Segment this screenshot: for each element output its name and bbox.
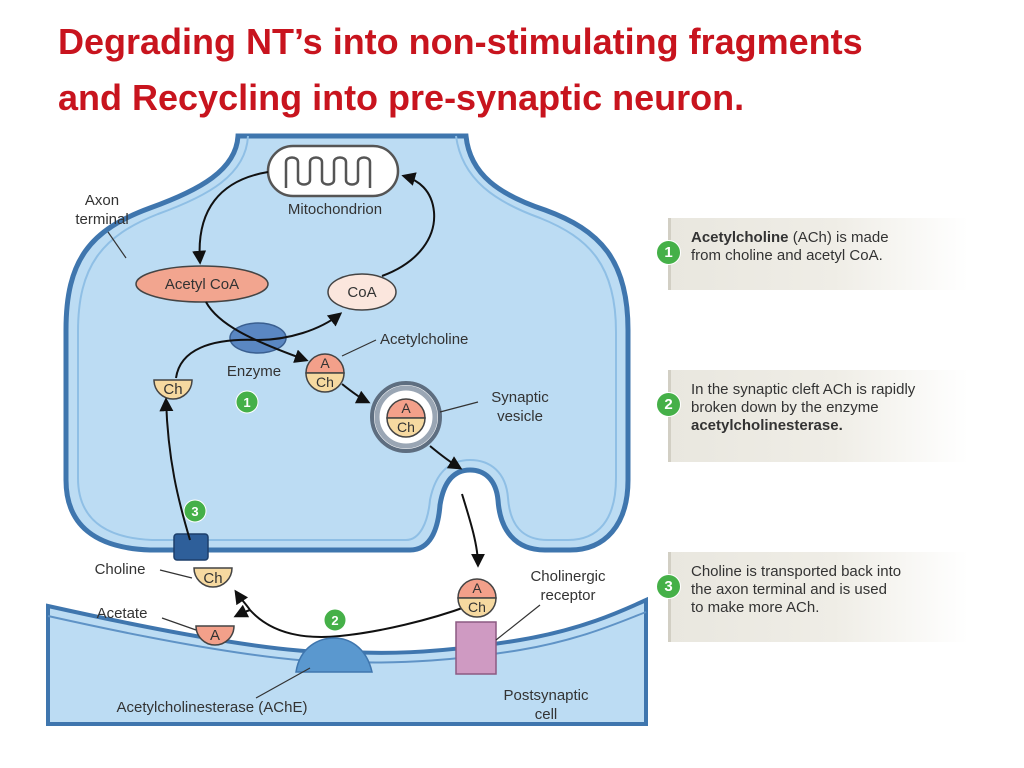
receptor-a-label: A [472,580,482,596]
cholinergic-receptor [455,621,497,675]
choline-in-terminal: Ch [163,381,182,398]
step-1-line-1: (ACh) is made [788,229,889,246]
step-3-badge: 3 [656,574,681,599]
vesicle-ch-label: Ch [397,419,415,435]
receptor-ch-label: Ch [468,599,486,615]
acetyl-coa-node [135,265,269,303]
step-1-text: Acetylcholine (ACh) is made from choline… [691,229,969,265]
title-line-2: and Recycling into pre-synaptic neuron. [58,77,745,118]
step-2-box: 2 In the synaptic cleft ACh is rapidly b… [656,370,969,462]
step-2-text: In the synaptic cleft ACh is rapidly bro… [691,381,969,435]
step-3-text: Choline is transported back into the axo… [691,563,969,617]
acetate-molecule: A [210,627,220,644]
step-3-line-1: Choline is transported back into [691,563,902,580]
ache-label: Acetylcholinesterase (AChE) [117,699,308,716]
coa-node [327,273,397,311]
page-title: Degrading NT’s into non-stimulating frag… [58,14,998,126]
acetate-label: Acetate [97,605,148,622]
acetylcholine-molecule [305,353,345,393]
step-2-line-1: In the synaptic cleft ACh is rapidly [691,381,916,398]
step-1-bold: Acetylcholine [691,229,789,246]
step-3-line-2: the axon terminal and is used [691,581,887,598]
vesicle-a-label: A [401,400,411,416]
synaptic-vesicle-label-2: vesicle [497,408,543,425]
synaptic-vesicle-label-1: Synaptic [491,389,549,406]
badge-2: 2 [331,613,338,628]
step-2-bold: acetylcholinesterase. [691,417,843,434]
postsynaptic-cell-label-2: cell [535,706,558,723]
step-3-line-3: to make more ACh. [691,599,820,616]
choline-label: Choline [95,561,146,578]
step-1-badge: 1 [656,240,681,265]
step-1-box: 1 Acetylcholine (ACh) is made from choli… [656,218,969,290]
postsynaptic-cell-label-1: Postsynaptic [503,687,589,704]
acetyl-coa-label: Acetyl CoA [165,276,239,293]
coa-label: CoA [347,284,376,301]
choline-in-cleft: Ch [203,570,222,587]
choline-transporter [173,533,209,561]
cholinergic-receptor-label-1: Cholinergic [530,568,606,585]
enzyme-label: Enzyme [227,363,281,380]
axon-terminal-label-1: Axon [85,192,119,209]
step-2-line-2: broken down by the enzyme [691,399,879,416]
badge-3: 3 [191,504,198,519]
mitochondrion-label: Mitochondrion [288,201,382,218]
cholinergic-receptor-label-2: receptor [540,587,595,604]
step-2-badge: 2 [656,392,681,417]
axon-terminal [63,133,631,553]
ach-ch-label: Ch [316,374,334,390]
axon-terminal-label-2: terminal [75,211,128,228]
step-1-line-2: from choline and acetyl CoA. [691,247,883,264]
title-line-1: Degrading NT’s into non-stimulating frag… [58,21,863,62]
acetylcholine-label: Acetylcholine [380,331,468,348]
badge-1: 1 [243,395,250,410]
ache-enzyme [295,637,373,673]
step-3-box: 3 Choline is transported back into the a… [656,552,969,642]
ach-a-label: A [320,355,330,371]
mitochondrion-icon [266,144,400,198]
